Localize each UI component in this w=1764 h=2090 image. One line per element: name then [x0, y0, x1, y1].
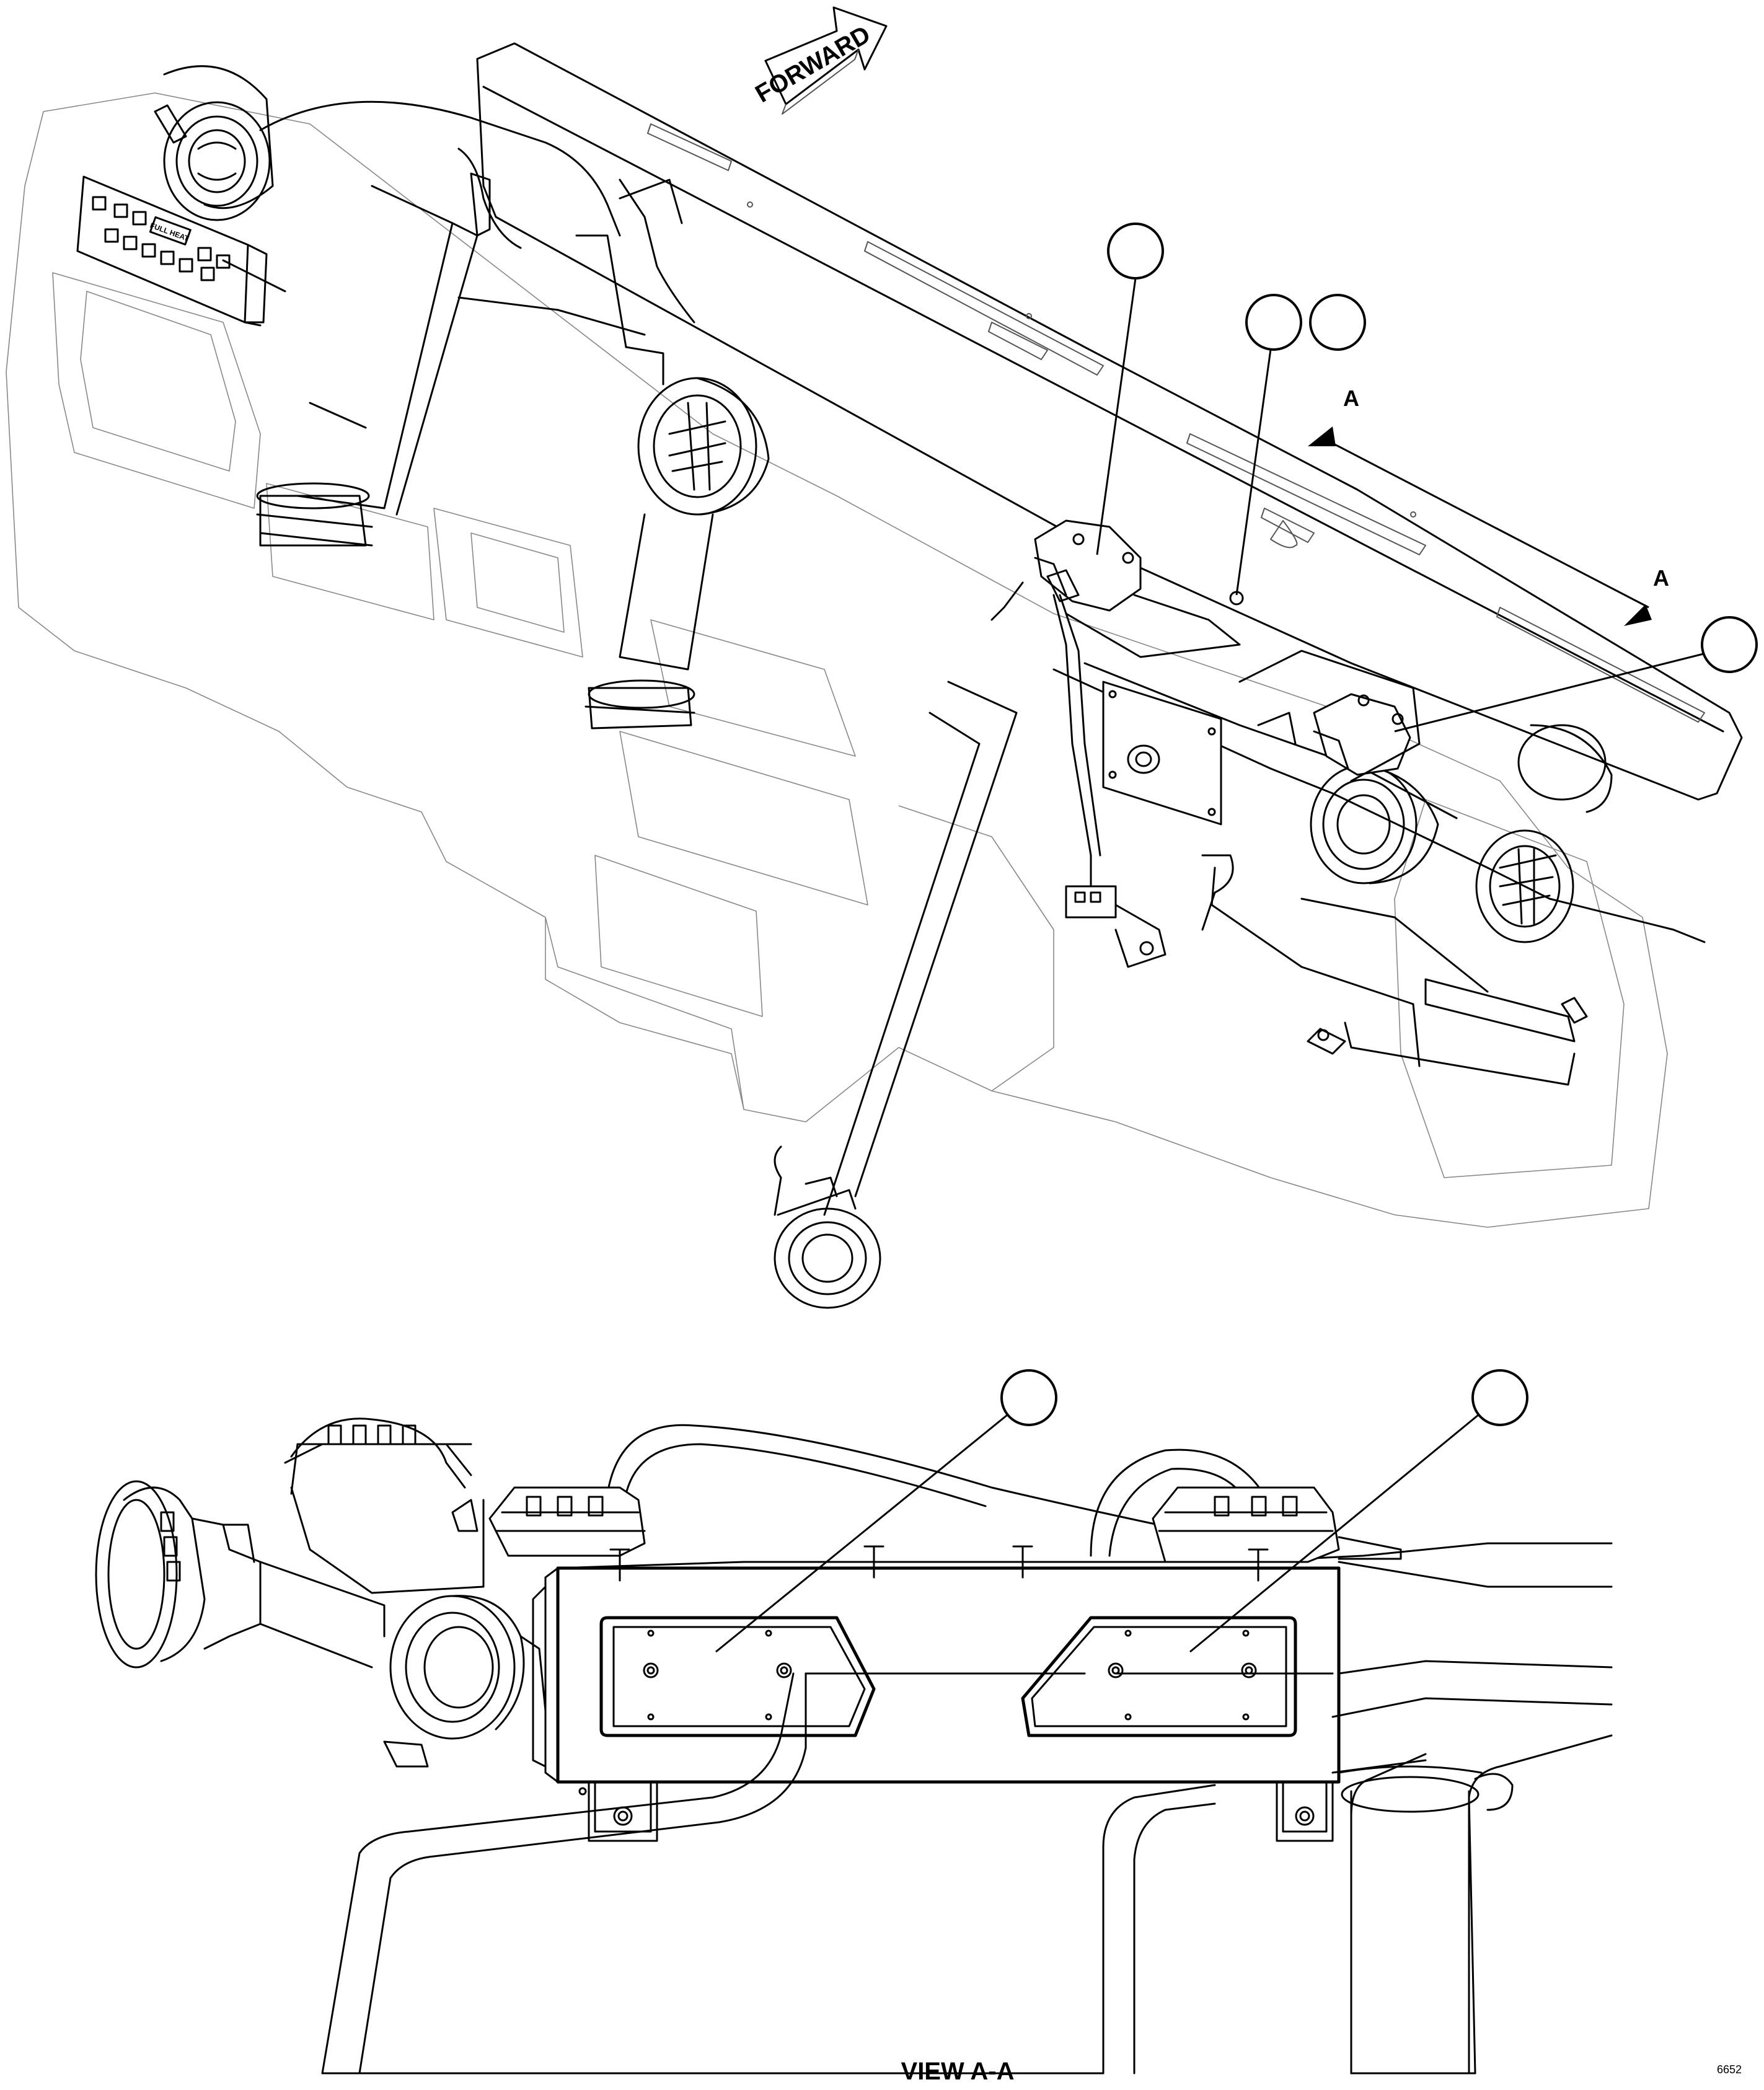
dashboard-body [6, 92, 1668, 1228]
section-mark-lower: A [1653, 565, 1669, 591]
callout-4 [1394, 616, 1758, 733]
upper-left-vent [154, 65, 274, 221]
connector-block [1065, 885, 1588, 1055]
section-mark-upper: A [1343, 386, 1359, 411]
callout-6 [1189, 1369, 1528, 1653]
climate-control-panel: FULL HEAT [76, 175, 268, 327]
bottom-vent [774, 1176, 881, 1309]
lower-duct [1052, 662, 1706, 1086]
right-vent-pair [1310, 724, 1613, 943]
lower-left-duct-outlet [256, 482, 373, 547]
switch-plate [1102, 681, 1222, 826]
callout-3 [1309, 294, 1366, 351]
wire-harness [222, 100, 1101, 894]
left-duct-assembly [95, 1418, 547, 1768]
upper-actuator [1034, 519, 1244, 658]
right-actuator [1238, 650, 1421, 782]
lower-actuator-left [488, 1486, 646, 1557]
lower-view-rails [557, 1542, 1613, 1774]
callout-1 [1096, 223, 1164, 555]
view-a-a: VIEW A-A [95, 1369, 1613, 2085]
base-frame [321, 1672, 1613, 2075]
lower-actuator-right [1152, 1486, 1402, 1563]
studs [609, 1545, 1269, 1582]
mounting-feet [588, 1781, 1334, 1842]
right-pipe [1338, 1765, 1514, 2075]
upper-isometric-view: FORWARD [6, 6, 1758, 1309]
view-label: VIEW A-A [901, 2058, 1015, 2085]
forward-arrow: FORWARD [751, 6, 888, 115]
mounting-box [532, 1566, 1341, 1796]
support-rail [476, 42, 1743, 801]
duct-tubes [296, 179, 1018, 1216]
callout-5 [715, 1369, 1057, 1653]
callout-2 [1235, 294, 1302, 596]
section-line-a-a: A A [1308, 386, 1669, 626]
center-vent [637, 377, 770, 516]
figure-id: 6652 [1717, 2063, 1742, 2076]
mid-duct-outlet [584, 679, 695, 730]
